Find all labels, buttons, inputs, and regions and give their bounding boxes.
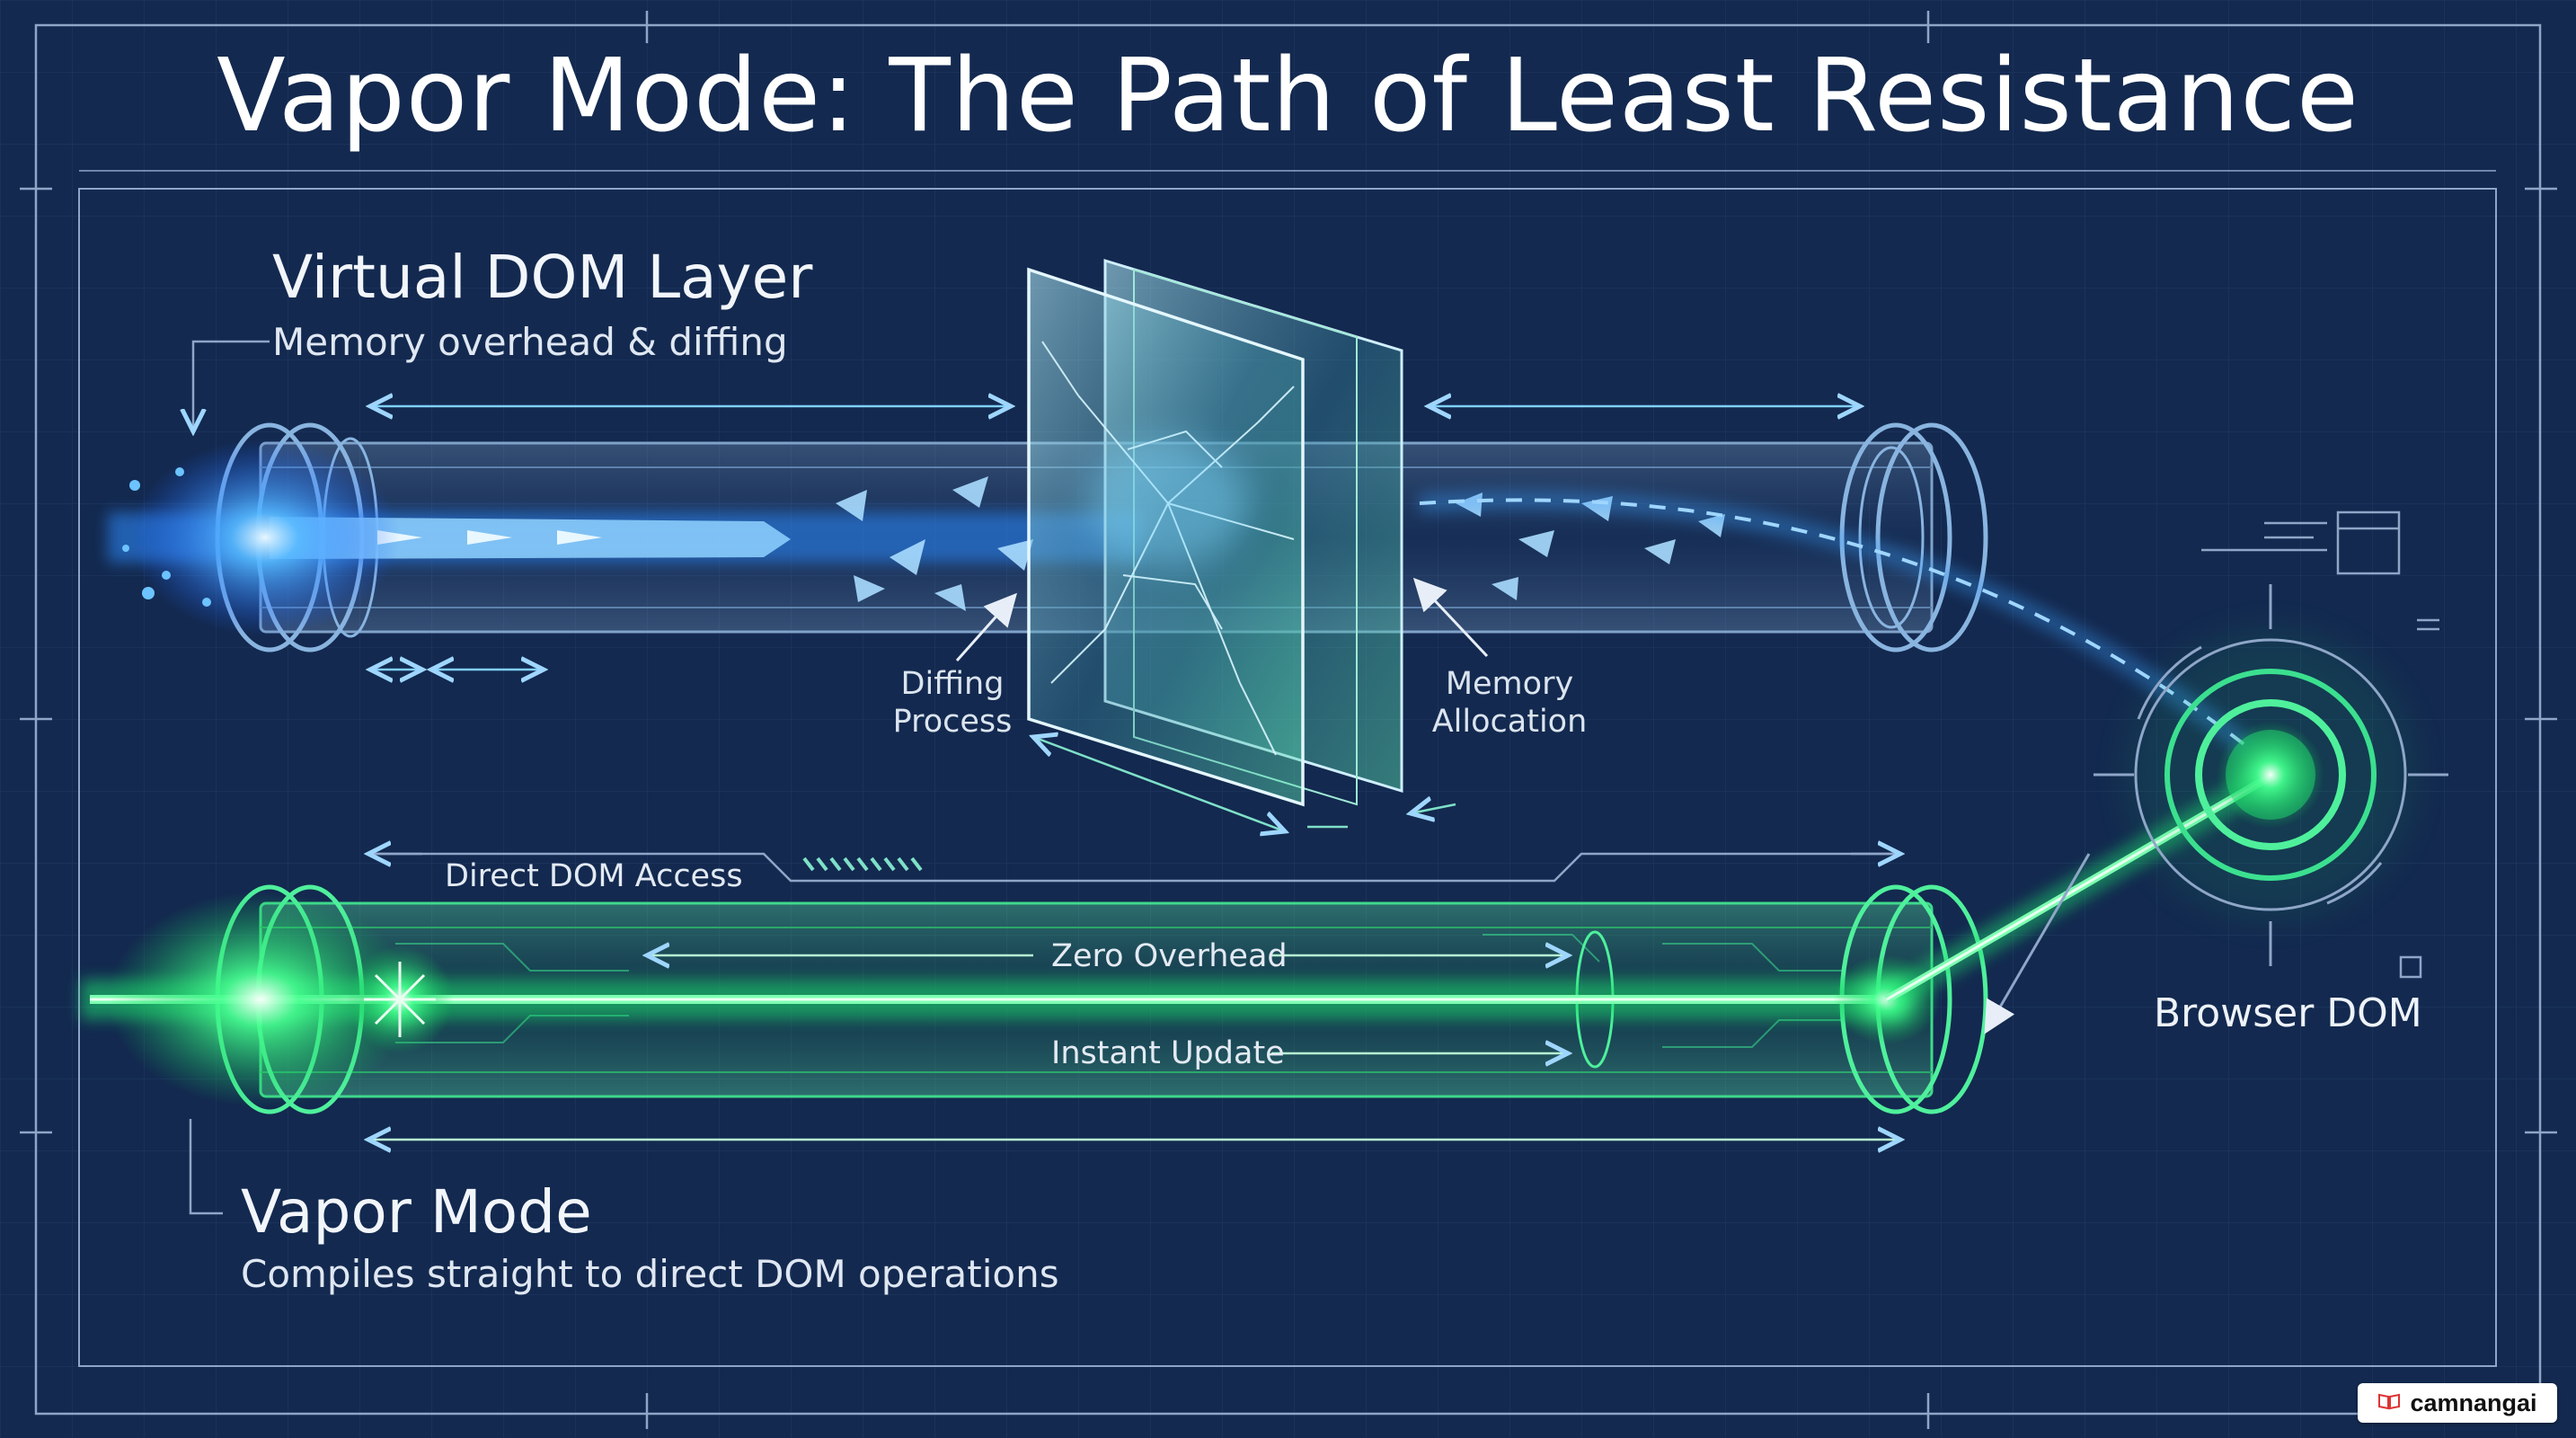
watermark-text: camnangai: [2410, 1389, 2537, 1416]
vapor-mode-subheading: Compiles straight to direct DOM operatio…: [241, 1252, 1059, 1296]
glass-barrier: [1027, 258, 1456, 831]
virtual-dom-heading: Virtual DOM Layer: [272, 243, 813, 312]
direct-dom-access-label: Direct DOM Access: [445, 858, 743, 894]
instant-update-label: Instant Update: [1051, 1035, 1285, 1071]
page-title: Vapor Mode: The Path of Least Resistance: [217, 38, 2359, 155]
callout-line: Memory: [1445, 666, 1574, 702]
memory-pointer: [1412, 577, 1489, 658]
callout-line: Process: [892, 704, 1013, 740]
vapor-pipeline: [81, 766, 2276, 1215]
browser-dom-target: [1984, 510, 2448, 1034]
zero-overhead-label: Zero Overhead: [1051, 938, 1288, 974]
callout-line: Diffing: [900, 666, 1005, 702]
callout-line: Allocation: [1431, 704, 1588, 740]
diffing-process-callout: Diffing Process: [885, 665, 1020, 741]
browser-dom-label: Browser DOM: [2154, 990, 2422, 1036]
memory-allocation-callout: Memory Allocation: [1429, 665, 1590, 741]
diffing-pointer: [955, 592, 1017, 661]
virtual-dom-subheading: Memory overhead & diffing: [272, 320, 788, 364]
vapor-mode-heading: Vapor Mode: [241, 1177, 592, 1247]
blueprint-frame: [20, 11, 2557, 1429]
book-icon: [2377, 1392, 2401, 1414]
watermark-badge: camnangai: [2358, 1383, 2557, 1423]
